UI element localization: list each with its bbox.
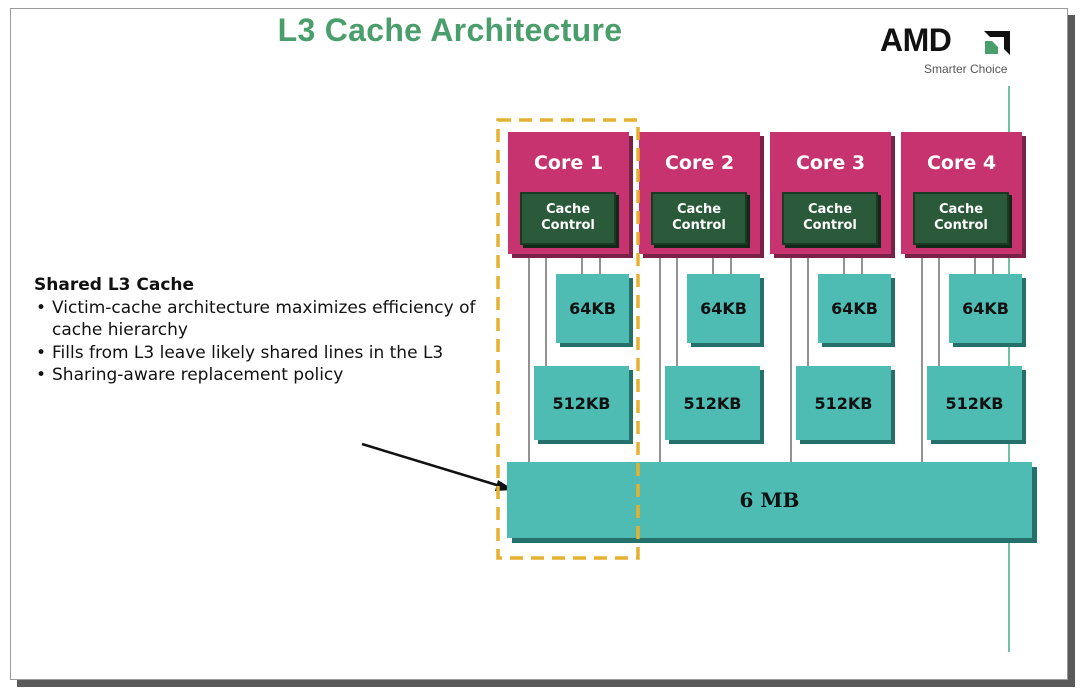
bullet-dot: • bbox=[36, 342, 47, 363]
core-4-block: Core 4 Cache Control bbox=[901, 132, 1022, 254]
bullet-text: Fills from L3 leave likely shared lines … bbox=[52, 342, 444, 363]
bullet-list: Shared L3 Cache •Victim-cache architectu… bbox=[34, 274, 484, 387]
amd-arrow-icon bbox=[984, 31, 1010, 55]
bullet-item: •Fills from L3 leave likely shared lines… bbox=[34, 342, 484, 365]
bullet-text: Victim-cache architecture maximizes effi… bbox=[52, 297, 476, 341]
core-3-block: Core 3 Cache Control bbox=[770, 132, 891, 254]
core-1-block: Core 1 Cache Control bbox=[508, 132, 629, 254]
l2-cache-block: 512KB bbox=[665, 366, 760, 440]
amd-logo: AMD Smarter Choice bbox=[880, 22, 1020, 82]
core-2-block: Core 2 Cache Control bbox=[639, 132, 760, 254]
core-label: Core 1 bbox=[533, 152, 604, 174]
l1-cache-block: 64KB bbox=[556, 274, 629, 343]
bullet-item: •Sharing-aware replacement policy bbox=[34, 364, 484, 387]
l2-cache-block: 512KB bbox=[927, 366, 1022, 440]
l2-cache-block: 512KB bbox=[796, 366, 891, 440]
bullet-dot: • bbox=[36, 365, 47, 385]
slide-title: L3 Cache Architecture bbox=[277, 12, 623, 48]
bullet-dot: • bbox=[36, 297, 47, 318]
bullet-item: •Victim-cache architecture maximizes eff… bbox=[34, 297, 484, 342]
l1-cache-block: 64KB bbox=[687, 274, 760, 343]
bullet-heading: Shared L3 Cache bbox=[34, 275, 195, 295]
core-label: Core 2 bbox=[664, 152, 735, 174]
cache-control-block: Cache Control bbox=[782, 192, 878, 245]
core-label: Core 3 bbox=[795, 152, 866, 174]
l2-cache-block: 512KB bbox=[534, 366, 629, 440]
cache-control-block: Cache Control bbox=[651, 192, 747, 245]
core-label: Core 4 bbox=[926, 152, 997, 174]
cache-control-block: Cache Control bbox=[913, 192, 1009, 245]
l3-cache-block: 6 MB bbox=[507, 462, 1032, 538]
bullet-text: Sharing-aware replacement policy bbox=[52, 365, 344, 385]
cache-control-block: Cache Control bbox=[520, 192, 616, 245]
logo-text: AMD bbox=[880, 22, 952, 58]
logo-tagline: Smarter Choice bbox=[924, 62, 1008, 76]
l1-cache-block: 64KB bbox=[949, 274, 1022, 343]
l1-cache-block: 64KB bbox=[818, 274, 891, 343]
